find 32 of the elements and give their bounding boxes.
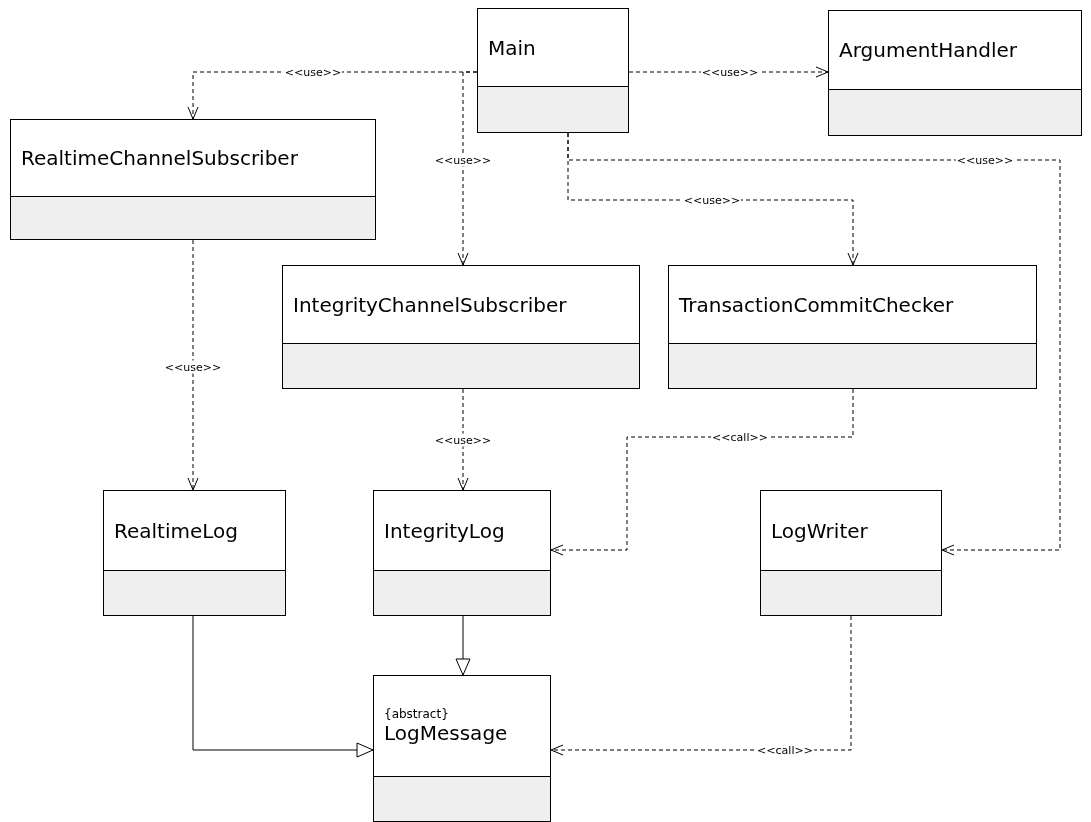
edge-label: <<call>> xyxy=(711,430,769,444)
edge-label: <<use>> xyxy=(163,360,223,374)
edge-label: <<use>> xyxy=(433,433,493,447)
class-box xyxy=(103,490,286,616)
class-box xyxy=(668,265,1037,389)
edge-label: <<use>> xyxy=(433,153,493,167)
class-box xyxy=(373,490,551,616)
stereotype-label: {abstract} xyxy=(384,707,449,721)
class-box xyxy=(828,10,1082,136)
class-box xyxy=(477,8,629,133)
class-name: IntegrityChannelSubscriber xyxy=(293,292,567,317)
class-name: ArgumentHandler xyxy=(839,38,1017,62)
dependency-arrow xyxy=(457,71,478,266)
class-name: Main xyxy=(488,35,536,60)
generalization-arrow xyxy=(455,615,471,676)
dependency-arrow xyxy=(457,388,469,491)
class-name: RealtimeLog xyxy=(114,518,239,543)
class-box xyxy=(282,265,640,389)
class-name: TransactionCommitChecker xyxy=(679,292,954,317)
generalization-arrow xyxy=(192,615,374,758)
class-name: RealtimeChannelSubscriber xyxy=(21,146,298,170)
dependency-arrow xyxy=(550,615,852,756)
dependency-arrow xyxy=(187,239,199,491)
class-box xyxy=(760,490,942,616)
class-name: LogMessage xyxy=(384,721,508,745)
class-name: IntegrityLog xyxy=(384,518,505,543)
class-box xyxy=(373,675,551,822)
dependency-arrow xyxy=(550,388,854,556)
class-name: LogWriter xyxy=(771,518,868,543)
edge-label: <<call>> xyxy=(756,743,814,757)
class-box xyxy=(10,119,376,240)
dependency-arrow xyxy=(567,132,1061,556)
